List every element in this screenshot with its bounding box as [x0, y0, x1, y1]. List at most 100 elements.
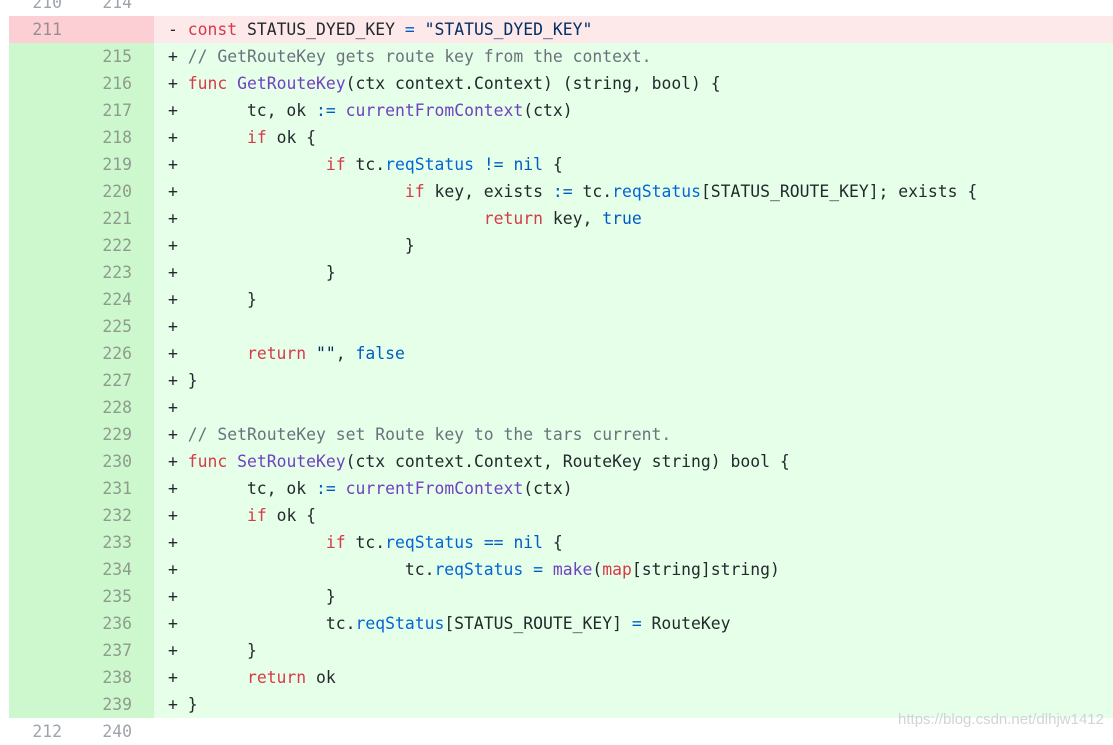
line-number-gutter[interactable]: 222 [9, 232, 154, 259]
new-line-number[interactable]: 218 [102, 128, 132, 147]
new-line-number[interactable]: 240 [102, 722, 132, 741]
line-number-gutter[interactable]: 234 [9, 556, 154, 583]
line-number-gutter[interactable]: 211 [9, 16, 154, 43]
old-line-number[interactable] [9, 232, 64, 259]
line-number-gutter[interactable]: 215 [9, 43, 154, 70]
old-line-number[interactable] [9, 637, 64, 664]
new-line-number[interactable]: 239 [102, 695, 132, 714]
line-number-gutter[interactable]: 225 [9, 313, 154, 340]
old-line-number[interactable] [9, 691, 64, 718]
old-line-number[interactable] [9, 529, 64, 556]
diff-line-added[interactable]: 220+ if key, exists := tc.reqStatus[STAT… [0, 178, 1113, 205]
new-line-number[interactable]: 234 [102, 560, 132, 579]
diff-line-added[interactable]: 222+ } [0, 232, 1113, 259]
old-line-number[interactable] [9, 151, 64, 178]
old-line-number[interactable]: 210 [32, 0, 62, 12]
new-line-number[interactable]: 233 [102, 533, 132, 552]
old-line-number[interactable] [9, 664, 64, 691]
new-line-number[interactable]: 221 [102, 209, 132, 228]
new-line-number[interactable] [64, 16, 140, 43]
diff-line-added[interactable]: 225+ [0, 313, 1113, 340]
new-line-number[interactable]: 214 [102, 0, 132, 12]
old-line-number[interactable] [9, 43, 64, 70]
line-number-gutter[interactable]: 229 [9, 421, 154, 448]
old-line-number[interactable]: 212 [32, 722, 62, 741]
diff-line-added[interactable]: 223+ } [0, 259, 1113, 286]
diff-line-context[interactable]: 210 214 [0, 0, 1113, 16]
diff-line-added[interactable]: 215+ // GetRouteKey gets route key from … [0, 43, 1113, 70]
new-line-number[interactable]: 232 [102, 506, 132, 525]
diff-line-added[interactable]: 228+ [0, 394, 1113, 421]
old-line-number[interactable] [9, 124, 64, 151]
old-line-number[interactable]: 211 [32, 20, 62, 39]
old-line-number[interactable] [9, 205, 64, 232]
diff-line-added[interactable]: 238+ return ok [0, 664, 1113, 691]
diff-line-added[interactable]: 237+ } [0, 637, 1113, 664]
old-line-number[interactable] [9, 583, 64, 610]
line-number-gutter[interactable]: 217 [9, 97, 154, 124]
old-line-number[interactable] [9, 70, 64, 97]
diff-line-added[interactable]: 218+ if ok { [0, 124, 1113, 151]
diff-line-added[interactable]: 219+ if tc.reqStatus != nil { [0, 151, 1113, 178]
old-line-number[interactable] [9, 502, 64, 529]
line-number-gutter[interactable]: 236 [9, 610, 154, 637]
old-line-number[interactable] [9, 448, 64, 475]
line-number-gutter[interactable]: 218 [9, 124, 154, 151]
old-line-number[interactable] [9, 475, 64, 502]
old-line-number[interactable] [9, 313, 64, 340]
new-line-number[interactable]: 231 [102, 479, 132, 498]
old-line-number[interactable] [9, 286, 64, 313]
new-line-number[interactable]: 223 [102, 263, 132, 282]
old-line-number[interactable] [9, 340, 64, 367]
line-number-gutter[interactable]: 226 [9, 340, 154, 367]
line-number-gutter[interactable]: 232 [9, 502, 154, 529]
new-line-number[interactable]: 237 [102, 641, 132, 660]
line-number-gutter[interactable]: 221 [9, 205, 154, 232]
old-line-number[interactable] [9, 610, 64, 637]
line-number-gutter[interactable]: 216 [9, 70, 154, 97]
new-line-number[interactable]: 227 [102, 371, 132, 390]
line-number-gutter[interactable]: 220 [9, 178, 154, 205]
line-number-gutter[interactable]: 239 [9, 691, 154, 718]
line-number-gutter[interactable]: 233 [9, 529, 154, 556]
diff-line-added[interactable]: 236+ tc.reqStatus[STATUS_ROUTE_KEY] = Ro… [0, 610, 1113, 637]
new-line-number[interactable]: 228 [102, 398, 132, 417]
diff-line-added[interactable]: 234+ tc.reqStatus = make(map[string]stri… [0, 556, 1113, 583]
line-number-gutter[interactable]: 223 [9, 259, 154, 286]
old-line-number[interactable] [9, 367, 64, 394]
diff-line-added[interactable]: 232+ if ok { [0, 502, 1113, 529]
line-number-gutter[interactable]: 224 [9, 286, 154, 313]
line-number-gutter[interactable]: 235 [9, 583, 154, 610]
new-line-number[interactable]: 222 [102, 236, 132, 255]
diff-line-added[interactable]: 229+ // SetRouteKey set Route key to the… [0, 421, 1113, 448]
line-number-gutter[interactable]: 210 214 [9, 0, 154, 16]
new-line-number[interactable]: 226 [102, 344, 132, 363]
line-number-gutter[interactable]: 228 [9, 394, 154, 421]
new-line-number[interactable]: 220 [102, 182, 132, 201]
old-line-number[interactable] [9, 259, 64, 286]
new-line-number[interactable]: 219 [102, 155, 132, 174]
new-line-number[interactable]: 216 [102, 74, 132, 93]
new-line-number[interactable]: 224 [102, 290, 132, 309]
new-line-number[interactable]: 225 [102, 317, 132, 336]
line-number-gutter[interactable]: 231 [9, 475, 154, 502]
diff-line-added[interactable]: 239+ } [0, 691, 1113, 718]
old-line-number[interactable] [9, 178, 64, 205]
line-number-gutter[interactable]: 230 [9, 448, 154, 475]
new-line-number[interactable]: 236 [102, 614, 132, 633]
new-line-number[interactable]: 238 [102, 668, 132, 687]
new-line-number[interactable]: 229 [102, 425, 132, 444]
diff-line-added[interactable]: 227+ } [0, 367, 1113, 394]
line-number-gutter[interactable]: 227 [9, 367, 154, 394]
diff-line-added[interactable]: 224+ } [0, 286, 1113, 313]
diff-line-added[interactable]: 217+ tc, ok := currentFromContext(ctx) [0, 97, 1113, 124]
new-line-number[interactable]: 215 [102, 47, 132, 66]
new-line-number[interactable]: 230 [102, 452, 132, 471]
new-line-number[interactable]: 217 [102, 101, 132, 120]
diff-line-added[interactable]: 235+ } [0, 583, 1113, 610]
diff-line-added[interactable]: 233+ if tc.reqStatus == nil { [0, 529, 1113, 556]
diff-line-added[interactable]: 231+ tc, ok := currentFromContext(ctx) [0, 475, 1113, 502]
diff-line-added[interactable]: 226+ return "", false [0, 340, 1113, 367]
line-number-gutter[interactable]: 238 [9, 664, 154, 691]
line-number-gutter[interactable]: 212 240 [9, 718, 154, 745]
